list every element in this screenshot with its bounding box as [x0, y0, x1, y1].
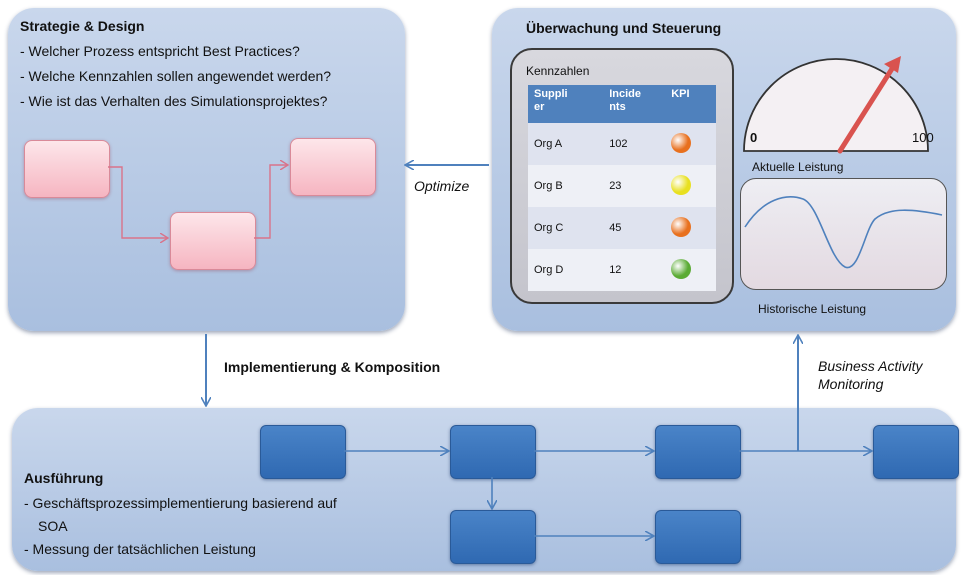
gauge-needle-tip	[884, 56, 901, 73]
gauge-min-label: 0	[750, 130, 758, 145]
strategy-bullet: - Welcher Prozess entspricht Best Practi…	[20, 43, 300, 59]
kpi-header-kpi: KPI	[665, 85, 716, 123]
design-flow-arrow	[108, 166, 168, 238]
kpi-status-indicator	[671, 258, 692, 279]
monitoring-title: Überwachung und Steuerung	[526, 20, 722, 36]
incidents-cell: 23	[603, 165, 666, 207]
supplier-cell: Org C	[528, 207, 604, 249]
execution-process-box	[655, 510, 741, 564]
table-row: Org A 102	[528, 123, 716, 165]
incidents-cell: 102	[603, 123, 666, 165]
table-row: Org B 23	[528, 165, 716, 207]
table-row: Org D 12	[528, 249, 716, 291]
design-process-box	[24, 140, 110, 198]
gauge-max-label: 100	[912, 130, 934, 145]
supplier-cell: Org D	[528, 249, 604, 291]
strategy-bullet: - Welche Kennzahlen sollen angewendet we…	[20, 68, 332, 84]
design-flow-arrow	[254, 165, 288, 239]
execution-process-box	[873, 425, 959, 479]
kpi-cell	[665, 123, 716, 165]
kpi-status-indicator	[671, 132, 692, 153]
gauge-label: Aktuelle Leistung	[752, 160, 844, 174]
kpi-cell	[665, 165, 716, 207]
supplier-cell: Org A	[528, 123, 604, 165]
gauge-dial	[743, 58, 929, 152]
history-chart-card	[740, 178, 947, 290]
execution-process-box	[260, 425, 346, 479]
incidents-cell: 12	[603, 249, 666, 291]
strategy-bullet: - Wie ist das Verhalten des Simulationsp…	[20, 93, 328, 109]
history-label: Historische Leistung	[758, 302, 867, 316]
kpi-cell	[665, 249, 716, 291]
bam-label-line1: Business Activity	[818, 358, 923, 374]
supplier-cell: Org B	[528, 165, 604, 207]
execution-bullet-continuation: SOA	[38, 518, 68, 534]
strategy-title: Strategie & Design	[20, 18, 145, 34]
kpi-status-indicator	[671, 174, 692, 195]
incidents-cell: 45	[603, 207, 666, 249]
execution-bullet: - Messung der tatsächlichen Leistung	[24, 541, 256, 557]
execution-process-box	[450, 425, 536, 479]
execution-process-box	[450, 510, 536, 564]
design-process-box	[290, 138, 376, 196]
kpi-cell	[665, 207, 716, 249]
optimize-label: Optimize	[414, 178, 470, 194]
kpi-status-indicator	[671, 216, 692, 237]
table-row: Org C 45	[528, 207, 716, 249]
execution-process-box	[655, 425, 741, 479]
history-trend-line	[744, 196, 943, 269]
implementation-label: Implementierung & Komposition	[224, 359, 441, 375]
kpi-card-title: Kennzahlen	[526, 64, 590, 78]
execution-title: Ausführung	[24, 470, 104, 486]
bam-label-line2: Monitoring	[818, 376, 884, 392]
execution-bullet: - Geschäftsprozessimplementierung basier…	[24, 495, 337, 511]
design-process-box	[170, 212, 256, 270]
gauge-needle	[837, 61, 898, 154]
